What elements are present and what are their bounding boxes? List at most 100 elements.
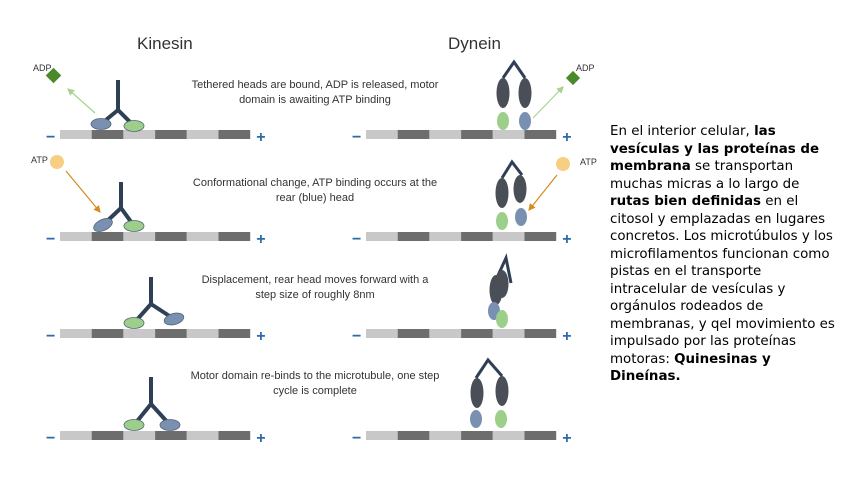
adp-arrow-dynein [532, 86, 564, 119]
kinesin-track-2-segment [60, 232, 92, 241]
dynein-track-4-segment [461, 431, 493, 440]
description-paragraph: En el interior celular, las vesículas y … [610, 124, 835, 384]
kinesin-track-2-segment [155, 232, 187, 241]
dynein-track-1-segment [524, 130, 557, 139]
dynein-step-2-right-head [515, 208, 527, 226]
dynein-track-3-segment [524, 329, 557, 338]
kinesin-track-1-segment [155, 130, 187, 139]
dynein-step-4-stalk-right [495, 376, 509, 406]
dynein-track-3-segment [492, 329, 525, 338]
kinesin-track-1-segment [186, 130, 219, 139]
kinesin-track-3-segment [91, 329, 124, 338]
kinesin-title: Kinesin [137, 34, 193, 53]
dynein-track-4-plus-label: + [562, 430, 571, 447]
dynein-track-4-segment [366, 431, 398, 440]
kinesin-track-3-segment [218, 329, 251, 338]
dynein-track-3-segment [461, 329, 493, 338]
dynein-track-3-minus-label: − [352, 328, 361, 345]
kinesin-step-4-left-head [123, 419, 145, 431]
dynein-track-2-plus-label: + [562, 231, 571, 248]
kinesin-track-3-plus-label: + [256, 328, 265, 345]
caption-step-1: Tethered heads are bound, ADP is release… [191, 79, 439, 106]
caption-step-3: Displacement, rear head moves forward wi… [201, 274, 429, 301]
dynein-track-3-plus-label: + [562, 328, 571, 345]
dynein-track-2-segment [492, 232, 525, 241]
dynein-track-1-segment [397, 130, 430, 139]
dynein-track-3-segment [397, 329, 430, 338]
dynein-track-1-plus-label: + [562, 129, 571, 146]
kinesin-track-3-segment [60, 329, 92, 338]
dynein-step-1-left-head [497, 112, 509, 130]
kinesin-track-3-segment [123, 329, 156, 338]
dynein-step-3-stalk-right [495, 270, 509, 298]
kinesin-track-4-segment [60, 431, 92, 440]
kinesin-track-1-segment [60, 130, 92, 139]
kinesin-track-4-segment [155, 431, 187, 440]
dynein-track-4-minus-label: − [352, 430, 361, 447]
kinesin-track-1-segment [91, 130, 124, 139]
adp-diamond-dynein [565, 70, 581, 86]
dynein-track-2-segment [397, 232, 430, 241]
dynein-track-1-segment [461, 130, 493, 139]
kinesin-step-2-left-head [93, 218, 113, 232]
dynein-track-1-minus-label: − [352, 129, 361, 146]
kinesin-track-2-segment [186, 232, 219, 241]
dynein-title: Dynein [448, 34, 501, 53]
kinesin-track-3-segment [186, 329, 219, 338]
dynein-track-2-segment [524, 232, 557, 241]
dynein-step-3-right-head [496, 310, 508, 328]
kinesin-track-1-minus-label: − [46, 129, 55, 146]
kinesin-track-4-segment [186, 431, 219, 440]
dynein-step-4-right-head [495, 410, 507, 428]
atp-label-kinesin: ATP [31, 155, 48, 165]
dynein-step-1-stalk-left [496, 78, 510, 108]
dynein-track-1-segment [429, 130, 462, 139]
dynein-track-2-segment [461, 232, 493, 241]
kinesin-track-2-segment [91, 232, 124, 241]
kinesin-step-3-right-head [163, 312, 185, 326]
kinesin-track-4-segment [218, 431, 251, 440]
dynein-step-4-left-head [470, 410, 482, 428]
kinesin-track-4-segment [123, 431, 156, 440]
dynein-step-2-stalk-right [513, 175, 527, 203]
kinesin-track-3-segment [155, 329, 187, 338]
kinesin-track-4-segment [91, 431, 124, 440]
kinesin-step-3-left-head [123, 317, 145, 329]
kinesin-track-1-segment [123, 130, 156, 139]
dynein-track-4-segment [397, 431, 430, 440]
adp-diamond-kinesin [45, 67, 62, 84]
kinesin-track-2-segment [123, 232, 156, 241]
kinesin-track-1-plus-label: + [256, 129, 265, 146]
dynein-track-4-segment [524, 431, 557, 440]
kinesin-track-2-minus-label: − [46, 231, 55, 248]
atp-circle-dynein [556, 157, 570, 171]
dynein-step-2-linker [500, 159, 524, 179]
atp-label-dynein: ATP [580, 157, 597, 167]
dynein-track-1-segment [366, 130, 398, 139]
dynein-step-4-linker [474, 357, 504, 379]
adp-label-dynein: ADP [576, 63, 595, 73]
adp-label-kinesin: ADP [33, 63, 52, 73]
dynein-step-2-left-head [496, 212, 508, 230]
dynein-track-2-segment [366, 232, 398, 241]
dynein-track-4-segment [429, 431, 462, 440]
kinesin-step-4-right-head [159, 419, 181, 431]
dynein-track-2-minus-label: − [352, 231, 361, 248]
kinesin-track-2-segment [218, 232, 251, 241]
dynein-track-4-segment [492, 431, 525, 440]
dynein-track-3-segment [366, 329, 398, 338]
atp-arrow-kinesin [65, 170, 101, 213]
dynein-step-1-linker [501, 59, 527, 79]
kinesin-track-3-minus-label: − [46, 328, 55, 345]
kinesin-track-4-plus-label: + [256, 430, 265, 447]
dynein-step-2-stalk-left [495, 178, 509, 208]
kinesin-step-1-left-head [90, 118, 112, 130]
kinesin-track-2-plus-label: + [256, 231, 265, 248]
dynein-step-1-stalk-right [518, 78, 532, 108]
kinesin-step-2-right-head [123, 220, 145, 232]
kinesin-step-1-right-head [123, 120, 145, 132]
caption-step-4: Motor domain re-binds to the microtubule… [190, 370, 440, 397]
kinesin-track-4-minus-label: − [46, 430, 55, 447]
caption-step-2: Conformational change, ATP binding occur… [192, 177, 438, 204]
